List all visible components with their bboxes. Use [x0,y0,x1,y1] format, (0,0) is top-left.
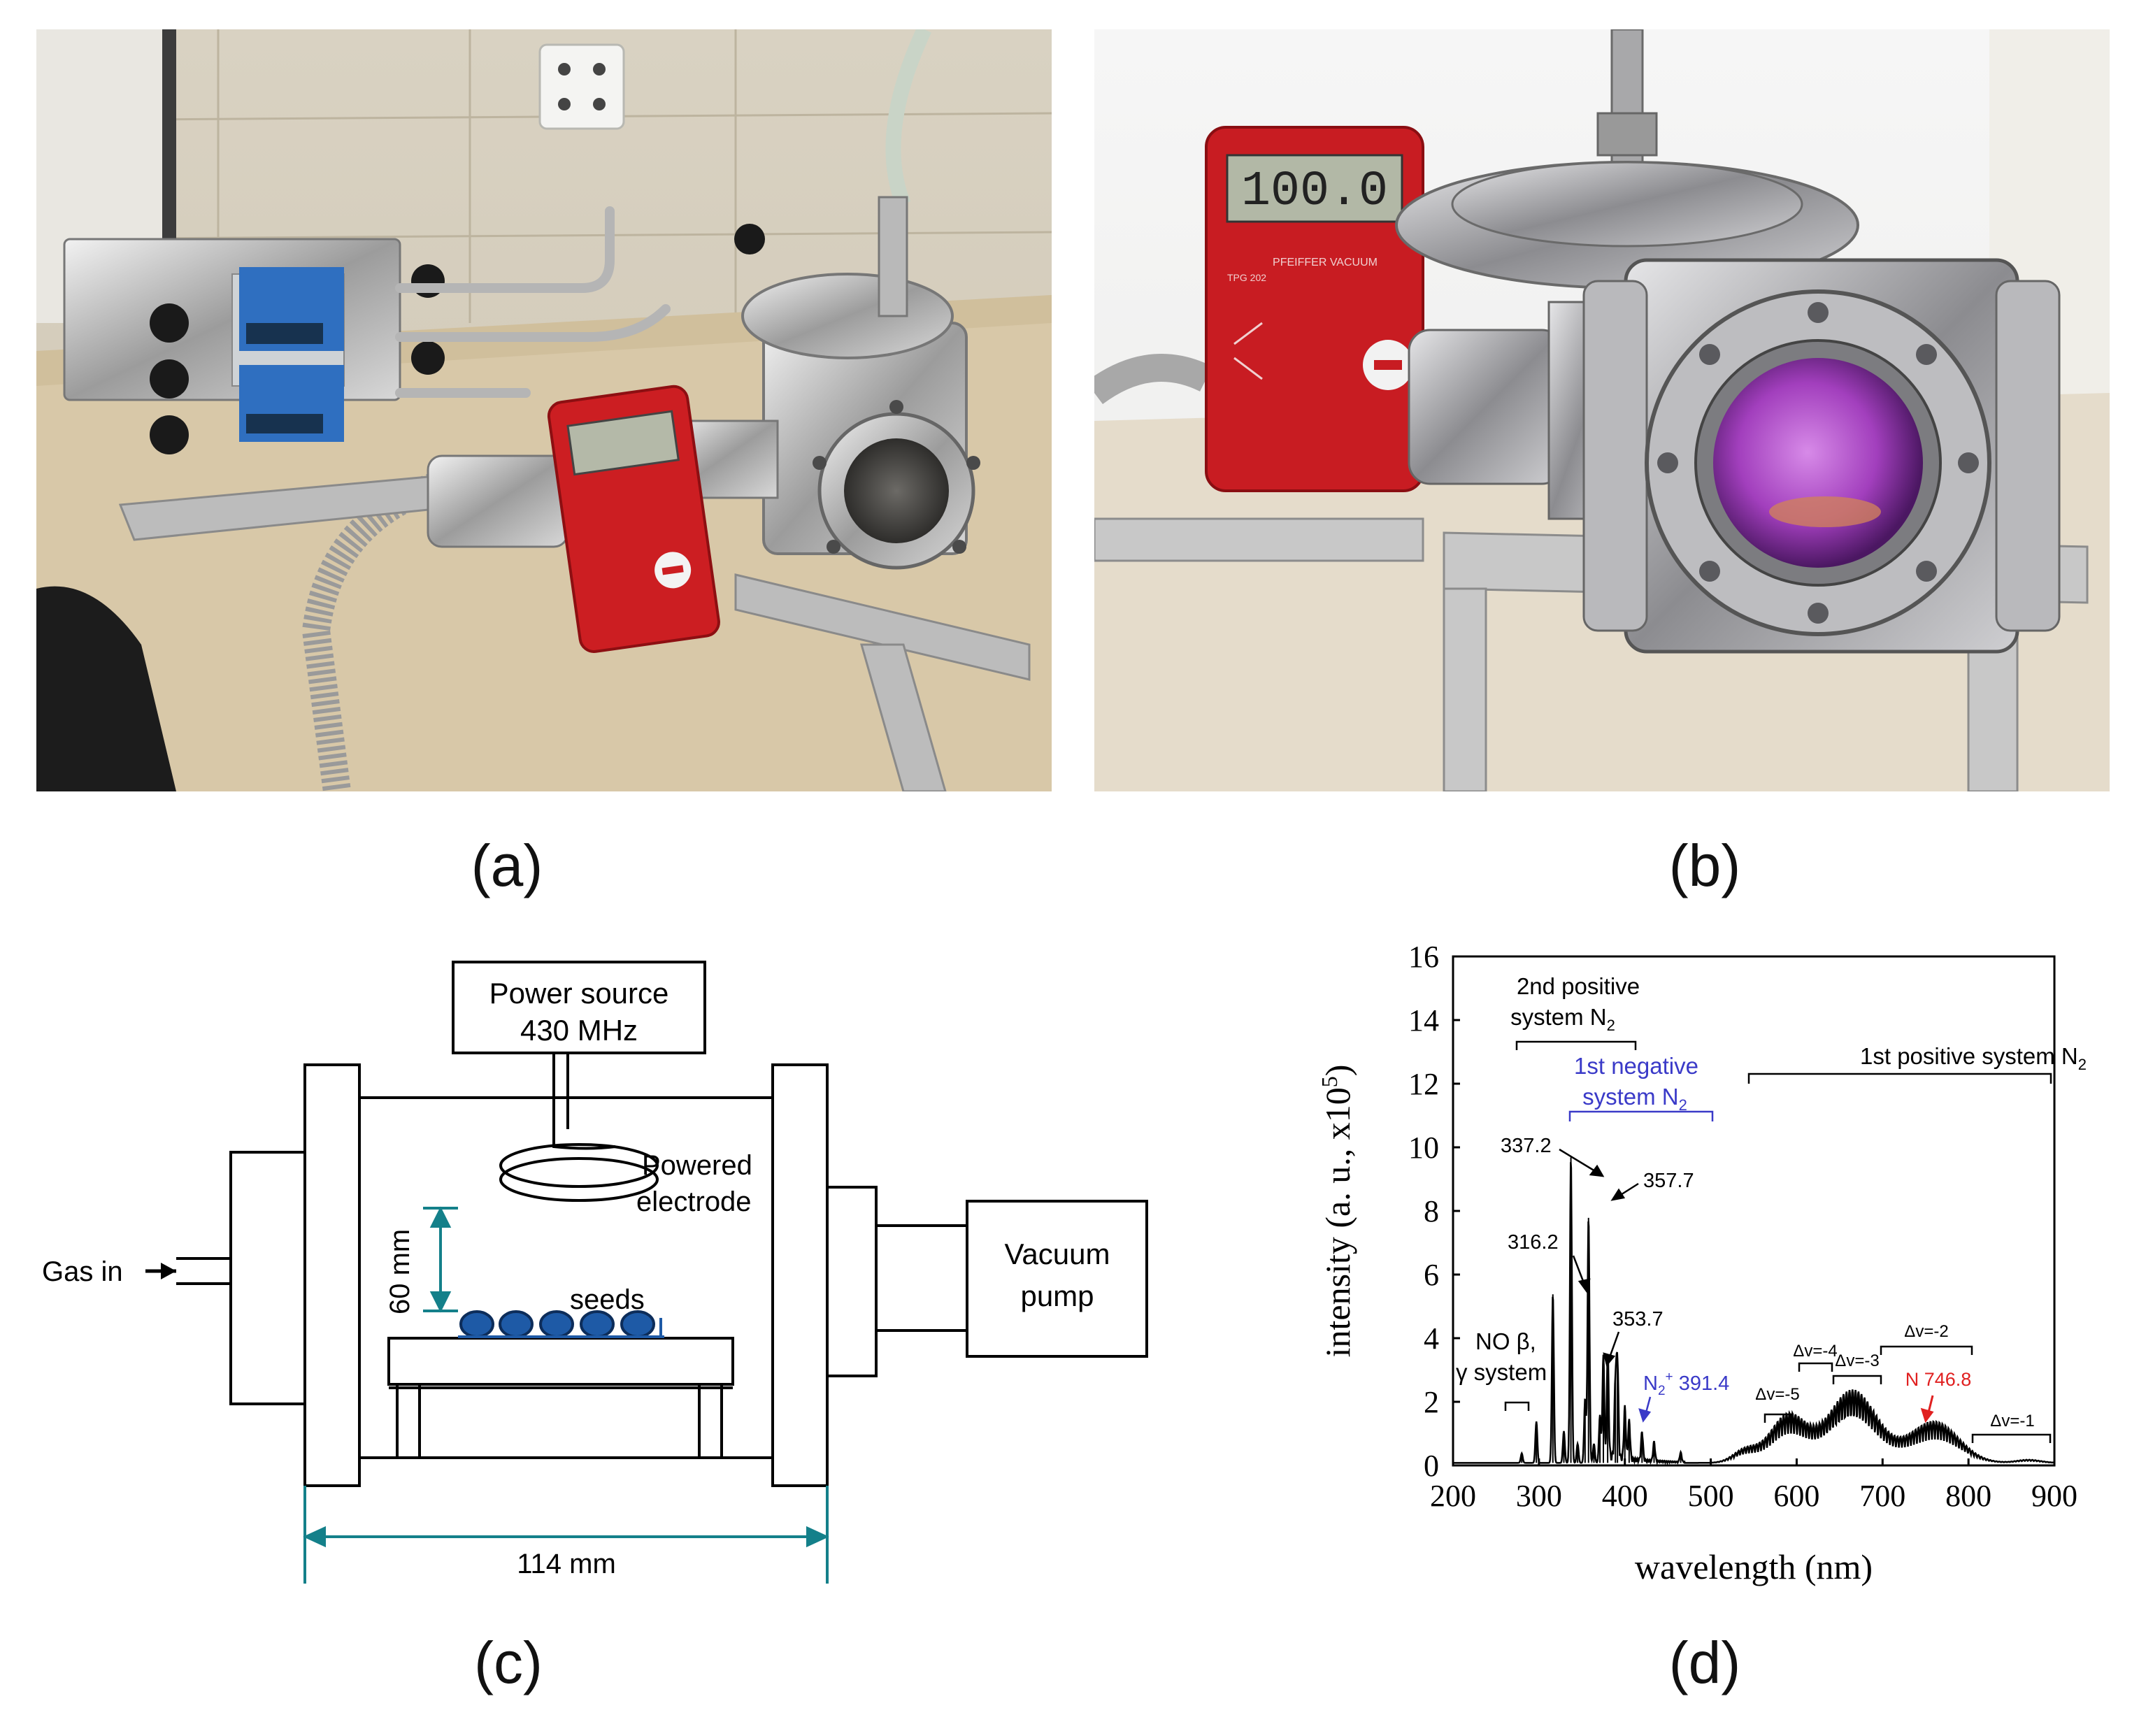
electrode-label-1: Powered [642,1150,752,1181]
seed [539,1310,574,1338]
x-tick-label: 800 [1945,1479,1991,1513]
y-tick-label: 0 [1424,1449,1439,1483]
seed [580,1310,615,1338]
reactor-schematic: Power source 430 MHz Powered electrode G… [42,961,1148,1584]
width-dimension-label: 114 mm [517,1549,616,1579]
gas-inlet-block [229,1151,306,1405]
annotation-first-positive: 1st positive system N2 [1860,1043,2087,1073]
x-tick-label: 200 [1430,1479,1476,1513]
panel-label-d: (d) [1668,1630,1741,1695]
left-flange [303,1063,361,1487]
valve-knob [734,224,765,254]
peak-label-353-7: 353.7 [1612,1308,1664,1330]
annotation-second-positive-1: 2nd positive [1517,973,1640,999]
sample-table [387,1337,734,1386]
x-tick-label: 900 [2031,1479,2077,1513]
valve-knob [150,303,189,343]
annotation-first-negative-2: system N2 [1582,1084,1687,1114]
annotation-n-746-8: N 746.8 [1905,1369,1972,1390]
annotation-dv-2: Δv=-2 [1904,1322,1948,1341]
y-tick-label: 14 [1408,1003,1439,1038]
valve-knob [411,341,445,375]
panel-label-c: (c) [474,1630,543,1695]
gauge-reading: 100.0 [1241,164,1388,220]
seed [459,1310,494,1338]
annotation-dv-1: Δv=-1 [1990,1412,2034,1430]
x-tick-label: 700 [1859,1479,1905,1513]
seed [620,1310,655,1338]
powered-electrode-coil [499,1129,659,1202]
x-tick-label: 400 [1602,1479,1648,1513]
x-tick-label: 500 [1688,1479,1734,1513]
x-axis-label: wavelength (nm) [1635,1547,1873,1586]
y-tick-label: 16 [1408,940,1439,974]
annotation-dv-3: Δv=-3 [1835,1351,1879,1370]
peak-label-316-2: 316.2 [1508,1231,1559,1254]
wall-socket [538,43,625,130]
y-tick-label: 4 [1424,1321,1439,1356]
power-source-label-1: Power source [489,977,669,1010]
annotation-no-2: γ system [1456,1359,1547,1385]
photo-a [36,29,1052,791]
seed [499,1310,534,1338]
height-dimension-label: 60 mm [385,1229,415,1314]
power-source-label-2: 430 MHz [520,1014,638,1047]
pressure-gauge-a [547,385,720,653]
vacuum-pump-box [966,1200,1148,1358]
vacuum-pump-label-2: pump [1020,1279,1094,1312]
y-axis-label: intensity (a. u., x105) [1317,1065,1357,1358]
annotation-no-1: NO β, [1475,1328,1536,1354]
panel-label-a: (a) [471,833,543,898]
y-tick-label: 8 [1424,1194,1439,1228]
valve-knob [150,415,189,454]
electrode-label-2: electrode [636,1186,752,1217]
y-tick-label: 12 [1408,1067,1439,1101]
annotation-dv-5: Δv=-5 [1755,1385,1799,1404]
emission-spectrum-chart: 200 300 400 500 600 700 800 900 0 2 4 6 8 10 12 14 16 w… [1317,940,2087,1586]
x-tick-label: 600 [1773,1479,1819,1513]
y-tick-label: 2 [1424,1385,1439,1419]
vacuum-pump-label-1: Vacuum [1005,1238,1110,1270]
gas-in-label: Gas in [42,1256,123,1287]
y-tick-label: 10 [1408,1131,1439,1165]
pressure-gauge-b: 100.0 PFEIFFER VACUUM TPG 202 [1205,126,1424,492]
valve-knob [150,359,189,399]
annotation-second-positive-2: system N2 [1510,1004,1615,1034]
plasma-glow [1713,358,1923,568]
annotation-n2plus: N2+ 391.4 [1643,1370,1729,1398]
seed-row [459,1310,655,1338]
annotation-first-negative-1: 1st negative [1574,1053,1698,1079]
spectrum-series [1453,1162,2055,1466]
gauge-model: TPG 202 [1227,272,1266,283]
peak-label-337-2: 337.2 [1501,1135,1552,1157]
y-tick-label: 6 [1424,1258,1439,1292]
panel-label-b: (b) [1668,833,1741,898]
photo-b: 100.0 PFEIFFER VACUUM TPG 202 [1094,29,2110,791]
right-flange [771,1063,829,1487]
seeds-label: seeds [570,1284,645,1315]
x-tick-label: 300 [1516,1479,1562,1513]
gauge-brand: PFEIFFER VACUUM [1273,257,1378,268]
annotation-dv-4: Δv=-4 [1793,1342,1837,1361]
power-source-box [452,961,706,1054]
peak-label-357-7: 357.7 [1643,1170,1694,1192]
